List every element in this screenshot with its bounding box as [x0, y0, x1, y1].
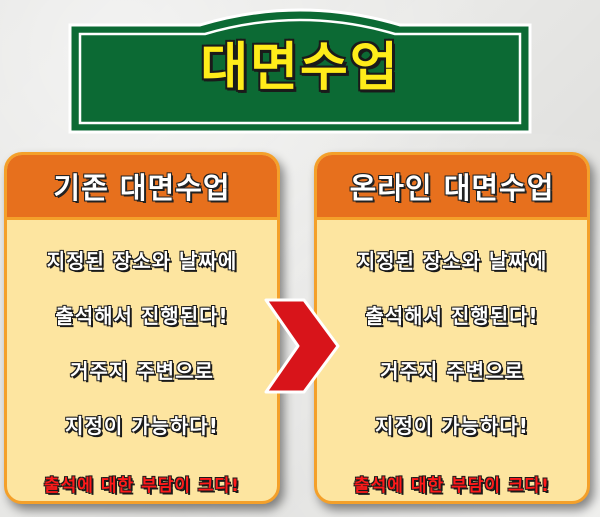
- online-class-card: 온라인 대면수업 지정된 장소와 날짜에 출석해서 진행된다! 거주지 주변으로…: [314, 152, 590, 504]
- card-line: 출석해서 진행된다!: [55, 303, 229, 328]
- card-header: 기존 대면수업: [7, 155, 277, 220]
- card-line: 지정이 가능하다!: [64, 413, 219, 438]
- card-line: 출석해서 진행된다!: [365, 303, 539, 328]
- card-line: 지정된 장소와 날짜에: [356, 248, 548, 273]
- title-sign: [68, 8, 532, 134]
- card-line: 지정된 장소와 날짜에: [46, 248, 238, 273]
- card-highlight: 출석에 대한 부담이 크다!: [354, 476, 550, 497]
- chevron-right-icon: [264, 298, 340, 394]
- card-line: 거주지 주변으로: [70, 358, 214, 383]
- card-title: 온라인 대면수업: [349, 170, 555, 206]
- page-title: 대면수업: [199, 37, 400, 99]
- card-line: 거주지 주변으로: [380, 358, 524, 383]
- card-line: 지정이 가능하다!: [374, 413, 529, 438]
- existing-class-card: 기존 대면수업 지정된 장소와 날짜에 출석해서 진행된다! 거주지 주변으로 …: [4, 152, 280, 504]
- card-title: 기존 대면수업: [53, 170, 231, 206]
- card-header: 온라인 대면수업: [317, 155, 587, 220]
- card-highlight: 출석에 대한 부담이 크다!: [44, 476, 240, 497]
- card-body: 지정된 장소와 날짜에 출석해서 진행된다! 거주지 주변으로 지정이 가능하다…: [317, 220, 587, 501]
- card-body: 지정된 장소와 날짜에 출석해서 진행된다! 거주지 주변으로 지정이 가능하다…: [7, 220, 277, 501]
